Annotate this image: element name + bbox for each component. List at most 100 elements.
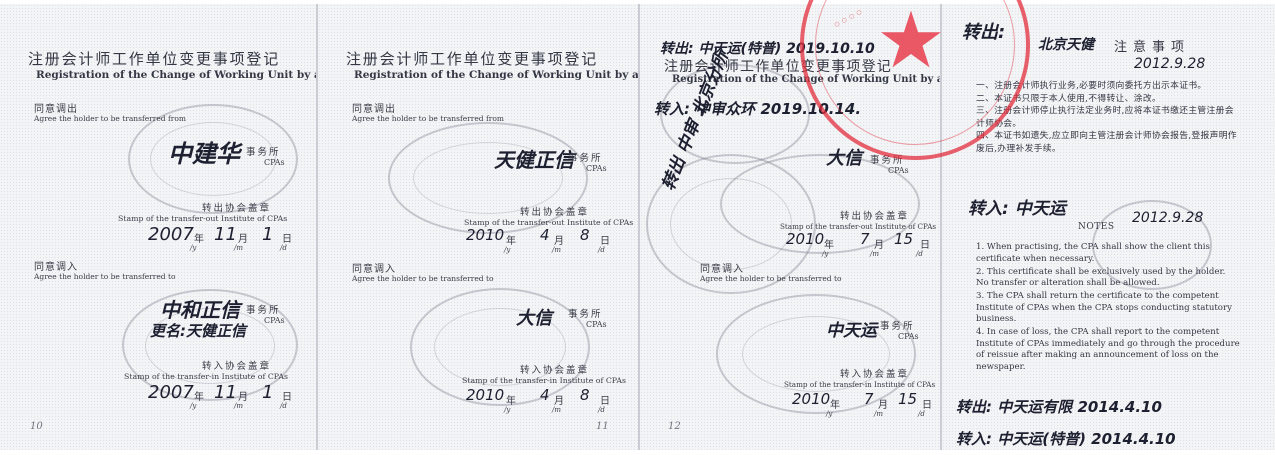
- year-label: 年: [506, 236, 516, 247]
- year-label-en: /y: [190, 402, 197, 410]
- date-out-day: 8: [580, 226, 590, 244]
- notes-item-cn: 三、注册会计师停止执行法定业务时,应将本证书缴还主管注册会计师协会。: [976, 106, 1234, 129]
- seal-in-label-en: Stamp of the transfer-in Institute of CP…: [124, 372, 288, 381]
- page-title-cn: 注册会计师工作单位变更事项登记: [28, 50, 281, 68]
- transfer-in-stamp: [410, 288, 590, 406]
- seal-out-label-cn: 转出协会盖章: [202, 203, 272, 214]
- date-out-day: 1: [262, 224, 274, 245]
- handwritten-firm-name: 北京天健: [1038, 37, 1094, 53]
- date-in-day: 1: [262, 382, 274, 403]
- firm-label-en: CPAs: [888, 166, 909, 175]
- seal-out-label-cn: 转出协会盖章: [520, 207, 590, 218]
- red-star-icon: ★: [876, 0, 946, 86]
- agree-in-label-en: Agree the holder to be transferred to: [34, 272, 176, 281]
- agree-in-label-en: Agree the holder to be transferred to: [700, 274, 842, 283]
- notes-item-en: 1. When practising, the CPA shall show t…: [976, 242, 1210, 264]
- year-label-en: /y: [504, 406, 511, 414]
- page-divider: [638, 4, 641, 450]
- transfer-out-stamp: [720, 154, 920, 254]
- year-label-en: /y: [826, 410, 833, 418]
- month-label: 月: [554, 236, 564, 247]
- firm-label-en: CPAs: [586, 164, 607, 173]
- handwritten-firm-out: 天健正信: [494, 148, 574, 172]
- year-label: 年: [194, 392, 204, 403]
- date-in-year: 2010: [792, 390, 831, 408]
- date-in-day: 8: [580, 386, 590, 404]
- month-label: 月: [238, 234, 248, 245]
- handwritten-firm-in: 大信: [516, 308, 552, 329]
- firm-label-en: CPAs: [898, 332, 919, 341]
- notes-item-cn: 四、本证书如遗失,应立即向主管注册会计师协会报告,登报声明作废后,办理补发手续。: [976, 131, 1237, 154]
- month-label: 月: [554, 396, 564, 407]
- page-title-cn: 注册会计师工作单位变更事项登记: [346, 50, 599, 68]
- notes-item-en: 2. This certificate shall be exclusively…: [976, 266, 1226, 289]
- month-label-en: /m: [234, 244, 243, 252]
- agree-in-label-cn: 同意调入: [34, 262, 78, 273]
- page-divider: [940, 4, 943, 450]
- notes-list-en: 1. When practising, the CPA shall show t…: [976, 242, 1240, 375]
- transfer-in-stamp: [122, 289, 298, 401]
- day-label: 日: [600, 396, 610, 407]
- date-out-month: 11: [214, 224, 237, 245]
- agree-out-label-cn: 同意调出: [352, 104, 396, 115]
- day-label: 日: [920, 240, 930, 251]
- page-number: 12: [668, 421, 681, 432]
- handwritten-firm-rename: 更名:天健正信: [150, 322, 246, 340]
- transfer-out-stamp: [388, 122, 588, 234]
- seal-in-label-cn: 转入协会盖章: [202, 361, 272, 372]
- page-number: 11: [596, 421, 609, 432]
- handwritten-firm-in: 中天运: [826, 321, 877, 341]
- transfer-in-stamp-inner: [145, 308, 275, 384]
- seal-out-label-en: Stamp of the transfer-out Institute of C…: [780, 222, 937, 231]
- agree-in-label-cn: 同意调入: [352, 264, 396, 275]
- certificate-page-10: 注册会计师工作单位变更事项登记 Registration of the Chan…: [0, 4, 316, 450]
- page-number: 10: [30, 421, 43, 432]
- transfer-in-stamp: [716, 294, 916, 414]
- month-label-en: /m: [552, 246, 561, 254]
- month-label-en: /m: [234, 402, 243, 410]
- date-in-month: 4: [540, 386, 550, 404]
- date-in-month: 11: [214, 382, 237, 403]
- agree-out-label-en: Agree the holder to be transferred from: [34, 114, 186, 123]
- month-label: 月: [238, 392, 248, 403]
- date-in-month: 7: [864, 390, 874, 408]
- year-label-en: /y: [822, 250, 829, 258]
- date-out-day: 15: [894, 230, 914, 248]
- transfer-in-stamp-inner: [742, 316, 890, 392]
- date-out-month: 7: [860, 230, 870, 248]
- page-divider: [316, 4, 319, 450]
- seal-in-label-en: Stamp of the transfer-in Institute of CP…: [462, 376, 626, 385]
- seal-in-label-en: Stamp of the transfer-in Institute of CP…: [784, 380, 936, 389]
- firm-label-en: CPAs: [586, 320, 607, 329]
- day-label-en: /d: [280, 402, 287, 410]
- date-out-year: 2010: [786, 230, 825, 248]
- date-out-month: 4: [540, 226, 550, 244]
- seal-in-label-cn: 转入协会盖章: [840, 369, 910, 380]
- notes-title-en: NOTES: [1078, 222, 1115, 232]
- agree-out-label-cn: 同意调出: [34, 104, 78, 115]
- month-label: 月: [874, 240, 884, 251]
- page-title-en: Registration of the Change of Working Un…: [36, 69, 316, 81]
- notes-item-en: 3. The CPA shall return the certificate …: [976, 291, 1232, 324]
- year-label: 年: [506, 396, 516, 407]
- seal-out-label-en: Stamp of the transfer-out Institute of C…: [118, 214, 288, 223]
- year-label: 年: [824, 240, 834, 251]
- day-label-en: /d: [598, 246, 605, 254]
- date-out-year: 2007: [148, 224, 194, 245]
- transfer-out-stamp-inner: [150, 122, 276, 196]
- notes-item-cn: 一、注册会计师执行业务,必要时须向委托方出示本证书。: [976, 81, 1207, 91]
- agree-out-label-en: Agree the holder to be transferred from: [352, 114, 504, 123]
- day-label-en: /d: [598, 406, 605, 414]
- firm-label-en: CPAs: [264, 158, 285, 167]
- handwritten-date-1: 2012.9.28: [1134, 56, 1206, 72]
- day-label-en: /d: [918, 410, 925, 418]
- firm-label-cn: 事务所: [246, 147, 281, 158]
- month-label: 月: [878, 400, 888, 411]
- handwritten-transfer-in-note: 转入: 中审众环 2019.10.14.: [654, 100, 862, 118]
- firm-label-cn: 事务所: [246, 305, 281, 316]
- date-out-year: 2010: [466, 226, 505, 244]
- transfer-in-stamp-inner: [434, 308, 566, 386]
- month-label-en: /m: [874, 410, 883, 418]
- firm-label-en: CPAs: [264, 316, 285, 325]
- day-label-en: /d: [280, 244, 287, 252]
